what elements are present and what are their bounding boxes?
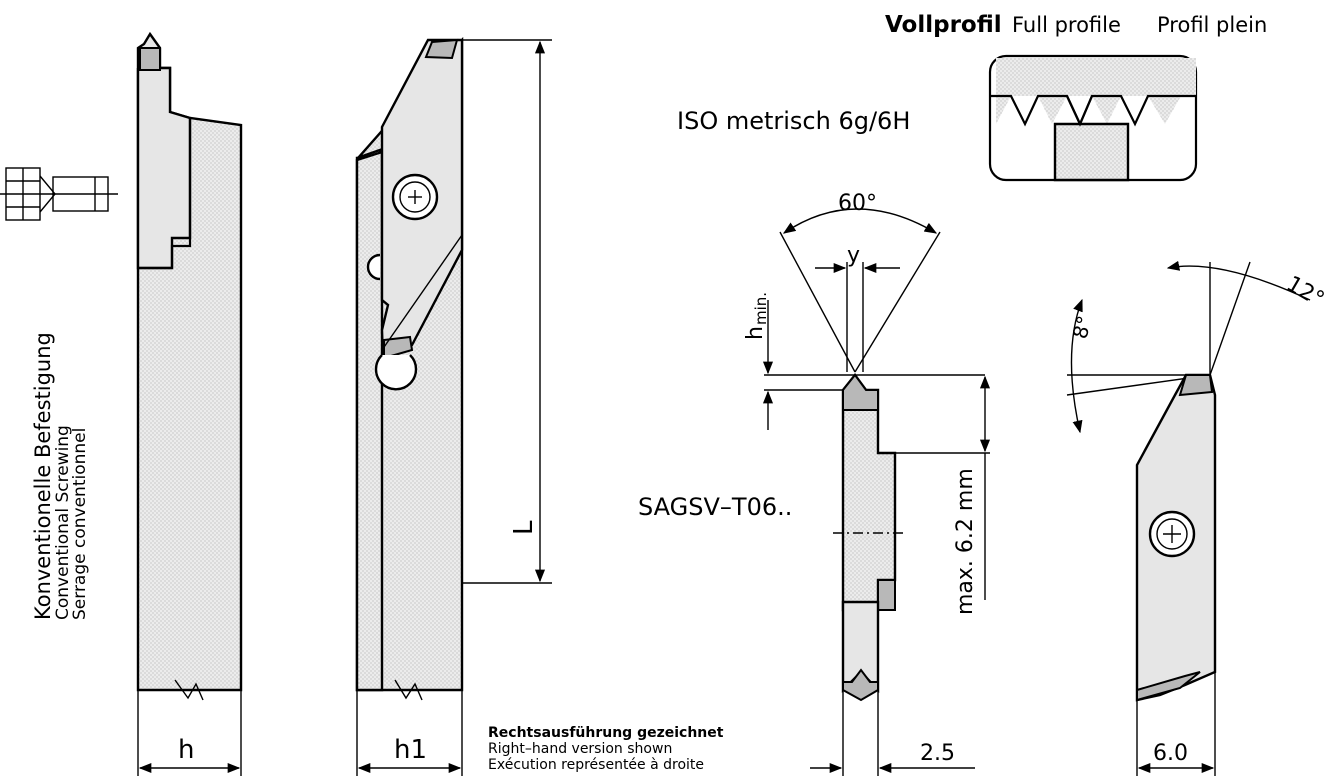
fastening-en: Conventional Screwing	[53, 425, 73, 620]
holder-h1-drawing: h1 L	[355, 36, 552, 776]
dim-width-2-5: 2.5	[920, 741, 955, 766]
dim-hmin: h	[743, 326, 768, 340]
dim-angle-8: 8°	[1068, 313, 1097, 341]
dim-L: L	[509, 520, 539, 535]
fastening-label: Konventionelle Befestigung Conventional …	[31, 332, 90, 620]
insert-front-drawing: 60° y h min. max. 6.2 mm 2.5	[743, 191, 991, 776]
dim-width-6-0: 6.0	[1153, 741, 1188, 766]
fastening-de: Konventionelle Befestigung	[31, 332, 55, 620]
version-note: Rechtsausführung gezeichnet Right–hand v…	[488, 725, 724, 773]
version-note-en: Right–hand version shown	[488, 741, 672, 757]
insert-code: SAGSV–T06..	[638, 493, 792, 521]
thread-profile-box	[988, 54, 1198, 182]
title-full-profile: Full profile	[1012, 13, 1121, 37]
screw-icon	[0, 167, 118, 221]
holder-h-drawing: h	[136, 31, 243, 776]
dim-angle-60: 60°	[838, 191, 877, 216]
iso-label: ISO metrisch 6g/6H	[677, 107, 910, 135]
version-note-fr: Exécution représentée à droite	[488, 757, 704, 773]
title-profil-plein: Profil plein	[1157, 13, 1267, 37]
dim-h: h	[178, 735, 194, 765]
dim-max-depth: max. 6.2 mm	[953, 468, 978, 615]
dim-angle-12: 12°	[1282, 272, 1327, 313]
dim-h1: h1	[394, 735, 427, 765]
dim-hmin-sub: min.	[752, 292, 770, 325]
fastening-fr: Serrage conventionnel	[70, 428, 90, 620]
dim-y: y	[847, 243, 860, 268]
version-note-de: Rechtsausführung gezeichnet	[488, 725, 724, 741]
insert-side-drawing: 12° 8° 6.0	[1066, 260, 1327, 776]
title-vollprofil: Vollprofil	[885, 12, 1002, 38]
